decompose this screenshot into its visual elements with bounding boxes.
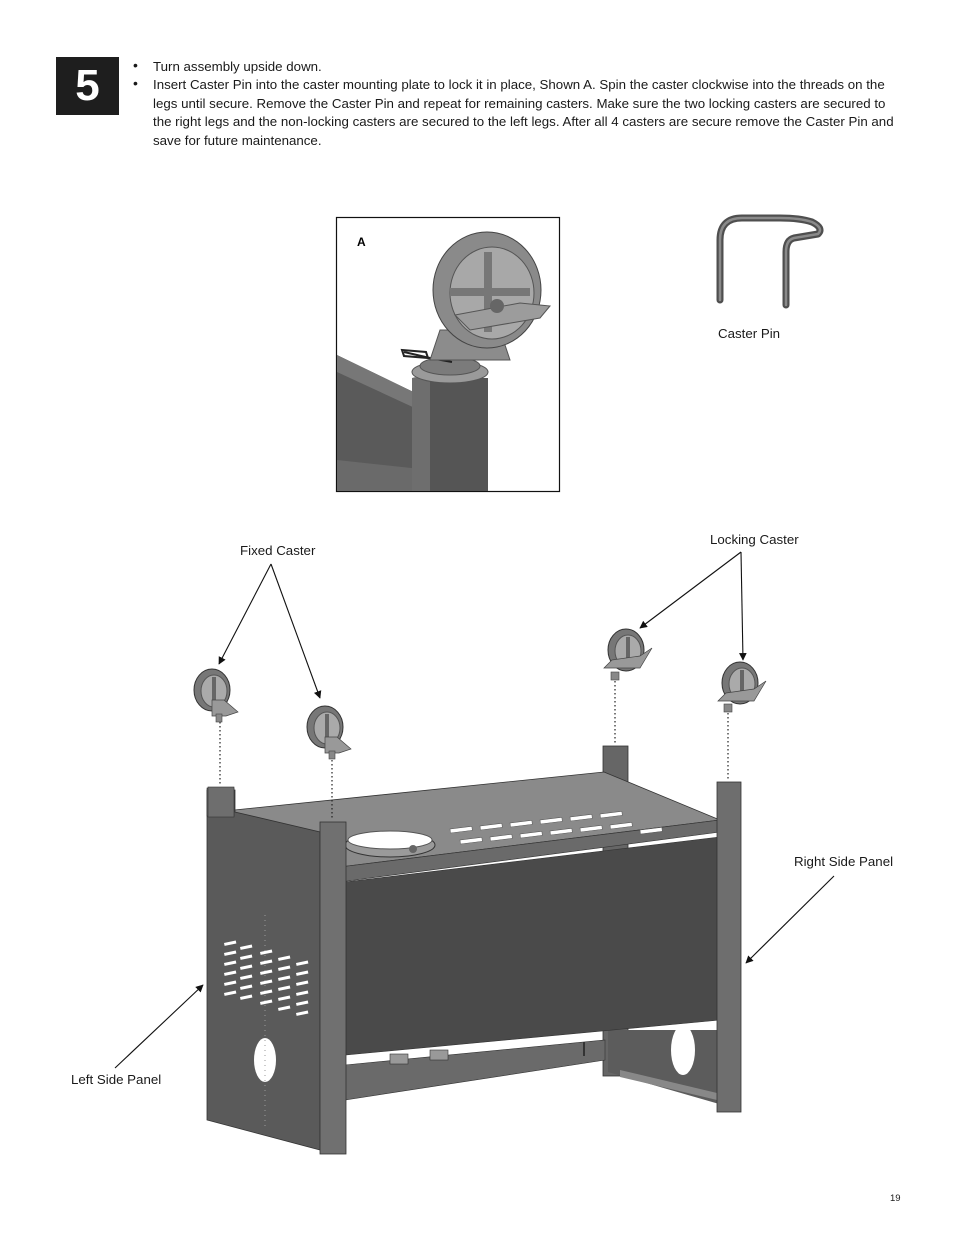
caster-pin-label: Caster Pin bbox=[718, 326, 781, 341]
left-side-panel-label: Left Side Panel bbox=[71, 1072, 162, 1087]
frame-assembly bbox=[206, 745, 742, 1155]
fixed-caster-1-icon bbox=[193, 668, 239, 723]
fixed-caster-2-icon bbox=[306, 705, 352, 760]
locking-caster-1-icon bbox=[603, 628, 653, 681]
step-number: 5 bbox=[56, 57, 119, 115]
page-number: 19 bbox=[890, 1193, 901, 1204]
locking-caster-label: Locking Caster bbox=[710, 532, 799, 547]
caster-pin-icon bbox=[716, 214, 824, 309]
right-side-panel-label: Right Side Panel bbox=[794, 854, 894, 869]
fixed-caster-label: Fixed Caster bbox=[240, 543, 316, 558]
instruction-item: Insert Caster Pin into the caster mounti… bbox=[130, 74, 900, 150]
locking-caster-2-icon bbox=[717, 661, 767, 713]
detail-a-figure bbox=[335, 216, 561, 493]
instruction-item: Turn assembly upside down. bbox=[130, 56, 900, 76]
detail-a-label: A bbox=[357, 235, 366, 249]
instructions: Turn assembly upside down. Insert Caster… bbox=[130, 56, 900, 150]
